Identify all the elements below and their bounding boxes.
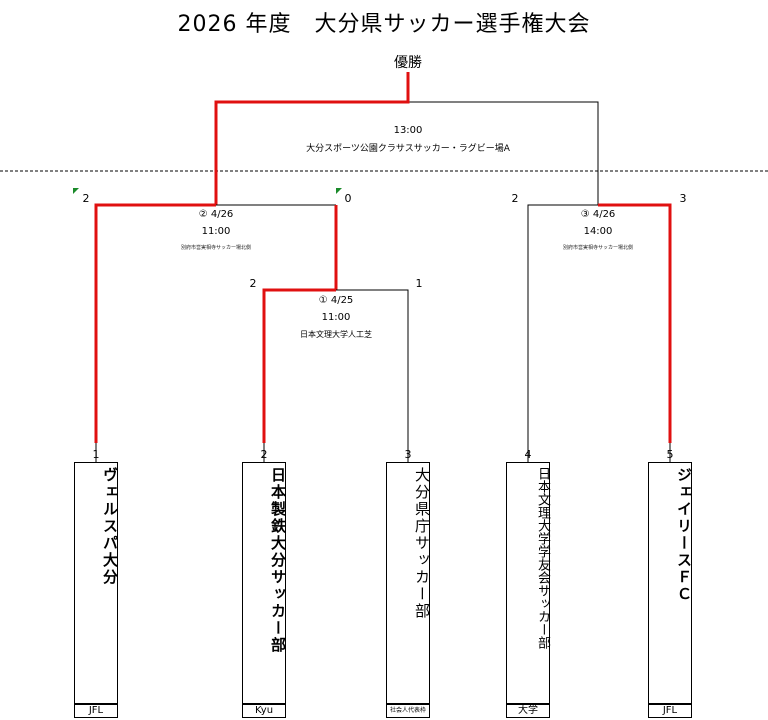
final-bracket-right [408, 101, 599, 205]
team3-category: 社会人代表枠 [386, 704, 430, 718]
match2-score-left: 2 [82, 192, 90, 205]
match3-score-right: 3 [679, 192, 687, 205]
match2-info: ② 4/26 11:00 別府市営実相寺サッカー場北側 [156, 208, 276, 253]
team1-box: ヴェルスパ大分 [74, 462, 119, 704]
team4-seed: 4 [524, 448, 532, 461]
team4-box: 日本文理大学学友会サッカー部 [506, 462, 550, 704]
champion-label: 優勝 [394, 55, 422, 71]
match3-time: 14:00 [583, 226, 613, 237]
team1-seed: 1 [92, 448, 100, 461]
match1-bracket-right [336, 289, 409, 443]
match2-right-flag [336, 188, 342, 194]
match3-bracket-right [598, 203, 672, 443]
match2-venue: 別府市営実相寺サッカー場北側 [180, 245, 251, 251]
page-title: 2026 年度 大分県サッカー選手権大会 [177, 12, 591, 37]
final-time: 13:00 [393, 125, 423, 136]
match3-venue: 別府市営実相寺サッカー場北側 [562, 245, 633, 251]
match1-venue: 日本文理大学人工芝 [300, 330, 372, 339]
team3-seed: 3 [404, 448, 412, 461]
team2-category: Kyu [242, 704, 286, 718]
team5-seed: 5 [666, 448, 674, 461]
match1-score-right: 1 [415, 277, 423, 290]
match2-time: 11:00 [201, 226, 231, 237]
team3-box: 大分県庁サッカー部 [386, 462, 431, 704]
match3-label: ③ 4/26 [580, 209, 616, 220]
match3-info: ③ 4/26 14:00 別府市営実相寺サッカー場北側 [538, 208, 658, 253]
match1-score-left: 2 [249, 277, 257, 290]
team5-category: JFL [648, 704, 692, 718]
match1-time: 11:00 [321, 312, 351, 323]
match2-left-flag [73, 188, 79, 194]
final-info: 13:00 大分スポーツ公園クラサスサッカー・ラグビー場A [258, 124, 558, 156]
team5-box: ジェイリースＦＣ [648, 462, 693, 704]
match2-bracket-left [94, 203, 216, 443]
team4-category: 大学 [506, 704, 550, 718]
team2-seed: 2 [260, 448, 268, 461]
match2-label: ② 4/26 [198, 209, 234, 220]
match1-label: ① 4/25 [318, 295, 354, 306]
team3-name: 大分県庁サッカー部 [413, 467, 431, 620]
final-bracket-left [214, 72, 410, 205]
team1-category: JFL [74, 704, 118, 718]
match1-bracket-left [262, 288, 336, 443]
team4-name: 日本文理大学学友会サッカー部 [535, 467, 550, 649]
team5-name: ジェイリースＦＣ [675, 467, 693, 603]
match3-score-left: 2 [511, 192, 519, 205]
match1-info: ① 4/25 11:00 日本文理大学人工芝 [276, 294, 396, 342]
team2-box: 日本製鉄大分サッカー部 [242, 462, 287, 704]
team2-name: 日本製鉄大分サッカー部 [269, 467, 287, 654]
match3-bracket-left [527, 204, 598, 443]
team1-name: ヴェルスパ大分 [101, 467, 119, 586]
final-venue: 大分スポーツ公園クラサスサッカー・ラグビー場A [306, 144, 510, 154]
match2-score-right: 0 [344, 192, 352, 205]
